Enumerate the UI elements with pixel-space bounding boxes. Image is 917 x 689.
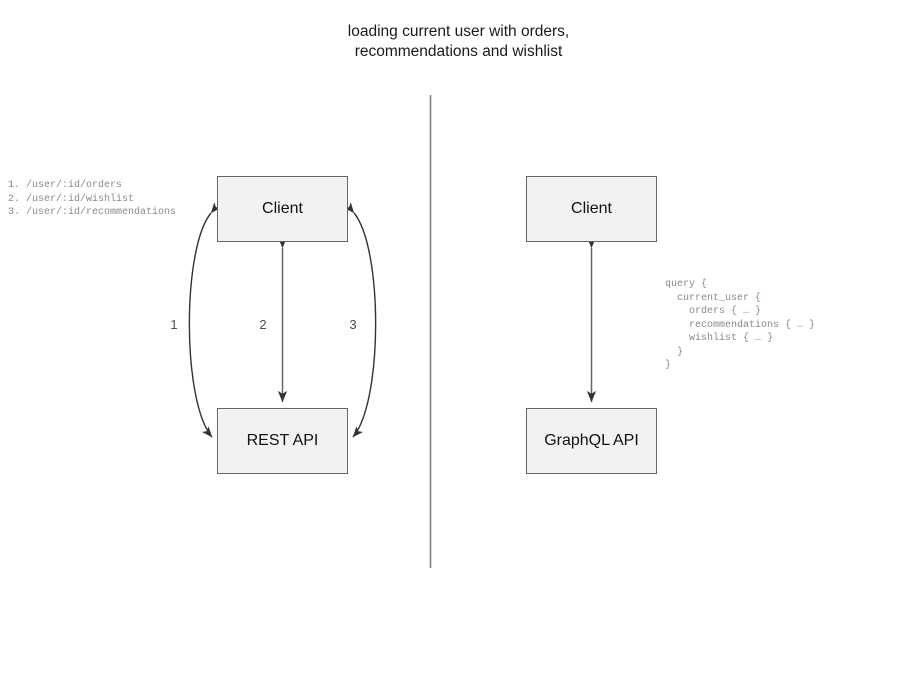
rest-endpoint-list: 1. /user/:id/orders 2. /user/:id/wishlis…: [8, 180, 177, 218]
node-client-rest[interactable]: Client: [217, 176, 348, 242]
edge-1-path: [188, 202, 221, 438]
edge-label-3: 3: [349, 317, 357, 332]
graphql-query-snippet: query { current_user { orders { … } reco…: [665, 279, 816, 371]
node-graphql-api-label: GraphQL API: [544, 432, 639, 449]
edge-3-path: [344, 202, 377, 438]
node-client-graphql-label: Client: [571, 200, 612, 217]
node-rest-api-label: REST API: [246, 432, 319, 449]
node-graphql-api[interactable]: GraphQL API: [526, 408, 657, 474]
node-client-rest-label: Client: [262, 200, 303, 217]
node-rest-api[interactable]: REST API: [217, 408, 348, 474]
edge-label-2: 2: [259, 317, 267, 332]
node-client-graphql[interactable]: Client: [526, 176, 657, 242]
page-title: loading current user with orders, recomm…: [347, 23, 570, 60]
edge-label-1: 1: [170, 317, 178, 332]
